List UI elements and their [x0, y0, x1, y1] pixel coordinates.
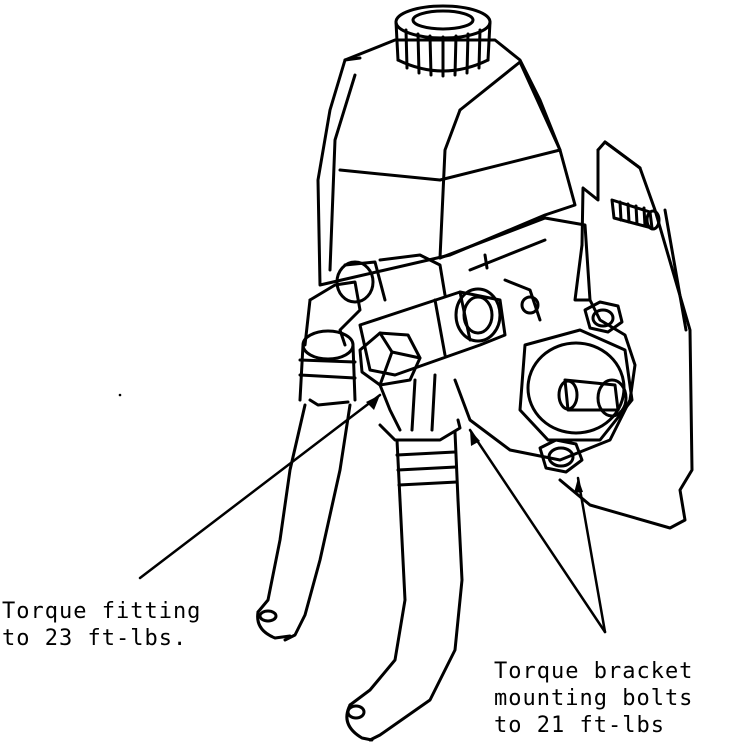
- pump-body: [440, 218, 635, 460]
- bracket-leader-arrowhead-right: [574, 478, 583, 493]
- callout-torque-bracket: Torque bracket mounting bolts to 21 ft-l…: [494, 658, 693, 739]
- return-hose: [258, 405, 350, 640]
- bracket-stud: [612, 200, 659, 229]
- pressure-line-fitting: [337, 255, 505, 375]
- fitting-leader-line: [140, 395, 380, 578]
- callout-torque-fitting: Torque fitting to 23 ft-lbs.: [2, 598, 201, 652]
- bracket-leader-line-right: [578, 478, 605, 632]
- bracket-bolt-lower: [540, 440, 582, 472]
- pressure-hose: [347, 375, 462, 740]
- bracket-bolt-upper: [585, 302, 622, 332]
- callout-fitting-line-1: Torque fitting: [2, 599, 202, 624]
- mounting-bracket: [560, 142, 692, 528]
- bracket-leader-arrowhead-left: [470, 430, 480, 446]
- stray-dot: [118, 393, 122, 397]
- return-hose-elbow: [300, 282, 360, 405]
- fitting-hex-nut: [360, 333, 420, 430]
- callout-bracket-line-1: Torque bracket: [494, 659, 694, 684]
- callout-bracket-line-3: to 21 ft-lbs: [494, 713, 665, 738]
- callout-bracket-line-2: mounting bolts: [494, 686, 694, 711]
- fluid-reservoir: [318, 40, 575, 285]
- pump-pulley-hub: [520, 330, 632, 440]
- reservoir-cap: [396, 6, 490, 76]
- callout-fitting-line-2: to 23 ft-lbs.: [2, 626, 188, 651]
- callout-leaders: [140, 395, 605, 632]
- fitting-leader-arrowhead: [366, 395, 380, 410]
- bracket-leader-line-left: [470, 430, 605, 632]
